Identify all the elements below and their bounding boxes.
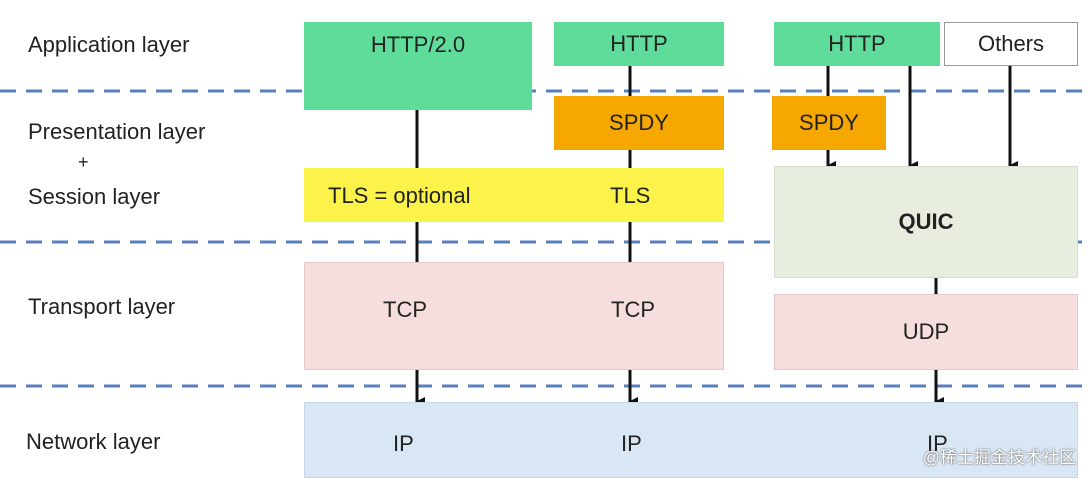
box-http-mid: HTTP xyxy=(554,22,724,66)
box-spdy-mid-label: SPDY xyxy=(609,110,669,135)
box-others: Others xyxy=(944,22,1078,66)
box-spdy-mid: SPDY xyxy=(554,96,724,150)
box-http-mid-label: HTTP xyxy=(610,31,668,56)
box-tls: TLS = optional TLS xyxy=(304,168,724,222)
box-quic: QUIC xyxy=(774,166,1078,278)
label-transport-layer: Transport layer xyxy=(28,294,176,319)
box-udp-label: UDP xyxy=(902,319,950,344)
box-tcp: TCP TCP xyxy=(304,262,724,370)
label-session-layer: Session layer xyxy=(28,184,161,209)
vertical-lines xyxy=(415,66,1018,407)
box-tcp-left-label: TCP xyxy=(383,297,427,322)
box-http-right-label: HTTP xyxy=(828,31,886,56)
box-spdy-right-label: SPDY xyxy=(799,110,859,135)
box-ip-mid-label: IP xyxy=(621,431,642,456)
box-http2: HTTP/2.0 xyxy=(304,22,532,110)
box-others-label: Others xyxy=(977,31,1045,56)
box-ip-left-label: IP xyxy=(393,431,414,456)
box-udp: UDP xyxy=(774,294,1078,370)
box-quic-label: QUIC xyxy=(898,209,954,234)
box-http2-label: HTTP/2.0 xyxy=(370,32,466,57)
box-ip-right-label: IP xyxy=(927,431,948,456)
label-application-layer: Application layer xyxy=(28,32,190,57)
box-spdy-right: SPDY xyxy=(772,96,886,150)
box-tls-optional-label: TLS = optional xyxy=(328,183,471,208)
label-network-layer: Network layer xyxy=(26,429,161,454)
label-presentation-layer: Presentation layer xyxy=(28,119,206,144)
box-http-right: HTTP xyxy=(774,22,940,66)
label-plus: + xyxy=(78,152,89,172)
watermark: @稀土掘金技术社区 xyxy=(922,448,1076,467)
box-tls-label: TLS xyxy=(610,183,651,208)
box-tcp-right-label: TCP xyxy=(611,297,655,322)
box-ip: IP IP IP xyxy=(304,402,1078,478)
